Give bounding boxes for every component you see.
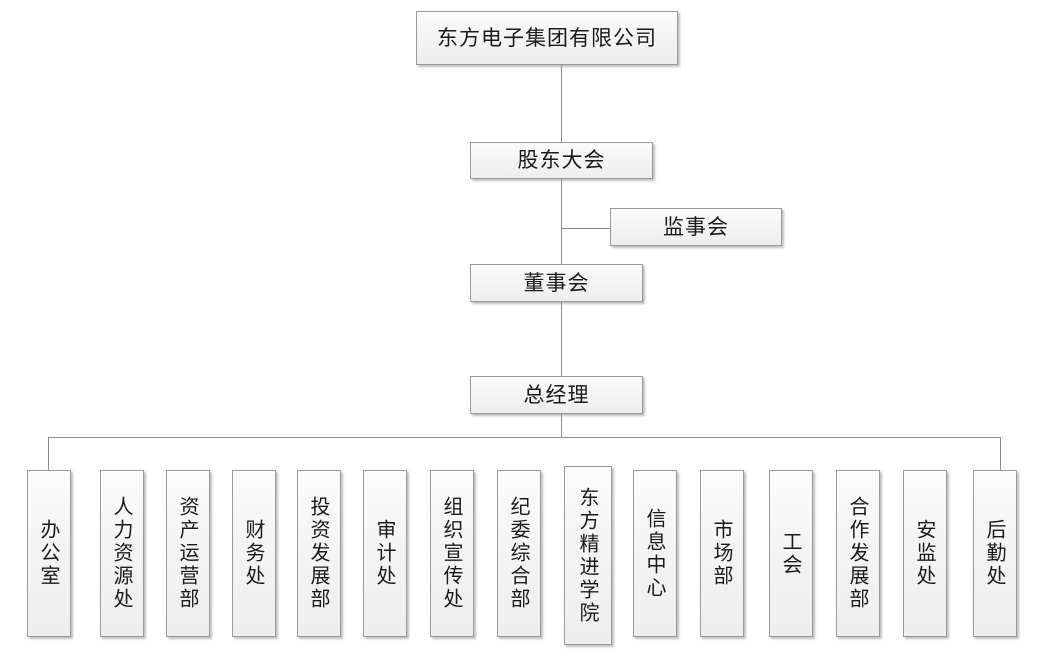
node-shareholders[interactable]: 股东大会 — [470, 142, 653, 179]
department-box-14[interactable]: 安监处 — [903, 470, 947, 637]
node-supervisors[interactable]: 监事会 — [610, 208, 782, 246]
node-company-label: 东方电子集团有限公司 — [437, 25, 657, 50]
department-label-14: 安监处 — [913, 519, 937, 588]
department-box-10[interactable]: 信息中心 — [633, 470, 677, 637]
department-box-1[interactable]: 办公室 — [27, 470, 71, 637]
department-label-2: 人力资源处 — [110, 496, 134, 611]
node-shareholders-label: 股东大会 — [517, 148, 606, 172]
department-box-3[interactable]: 资产运营部 — [166, 470, 210, 637]
department-box-7[interactable]: 组织宣传处 — [430, 470, 474, 637]
department-label-7: 组织宣传处 — [440, 496, 464, 611]
department-label-15: 后勤处 — [983, 519, 1007, 588]
department-box-15[interactable]: 后勤处 — [973, 470, 1017, 637]
department-box-13[interactable]: 合作发展部 — [836, 470, 880, 637]
department-label-6: 审计处 — [373, 519, 397, 588]
department-label-1: 办公室 — [37, 519, 61, 588]
department-label-12: 工会 — [779, 530, 803, 577]
node-company[interactable]: 东方电子集团有限公司 — [416, 11, 678, 65]
connector-general-manager-to-bus — [561, 414, 562, 437]
node-supervisors-label: 监事会 — [663, 214, 729, 239]
department-label-10: 信息中心 — [643, 507, 667, 600]
department-box-8[interactable]: 纪委综合部 — [497, 470, 541, 637]
connector-bus-to-first-department — [48, 437, 49, 470]
department-label-4: 财务处 — [242, 519, 266, 588]
department-label-11: 市场部 — [710, 519, 734, 588]
connector-bus-to-last-department — [1000, 437, 1001, 470]
department-label-13: 合作发展部 — [846, 496, 870, 611]
department-box-6[interactable]: 审计处 — [363, 470, 407, 637]
node-board[interactable]: 董事会 — [470, 264, 643, 302]
node-general-manager-label: 总经理 — [523, 382, 590, 407]
department-box-12[interactable]: 工会 — [769, 470, 813, 637]
node-general-manager[interactable]: 总经理 — [470, 376, 643, 414]
connector-company-to-shareholders — [561, 65, 562, 142]
department-box-9[interactable]: 东方精进学院 — [564, 466, 612, 645]
department-box-5[interactable]: 投资发展部 — [297, 470, 341, 637]
node-board-label: 董事会 — [523, 270, 590, 295]
department-label-3: 资产运营部 — [176, 496, 200, 611]
connector-shareholders-to-board — [561, 179, 562, 264]
connector-board-to-general-manager — [561, 302, 562, 376]
department-box-4[interactable]: 财务处 — [232, 470, 276, 637]
department-label-8: 纪委综合部 — [507, 496, 531, 611]
department-label-9: 东方精进学院 — [576, 486, 600, 625]
department-box-11[interactable]: 市场部 — [700, 470, 744, 637]
connector-department-bus — [48, 437, 1001, 438]
department-label-5: 投资发展部 — [307, 496, 331, 611]
department-box-2[interactable]: 人力资源处 — [100, 470, 144, 637]
connector-spine-to-supervisors — [561, 228, 610, 229]
